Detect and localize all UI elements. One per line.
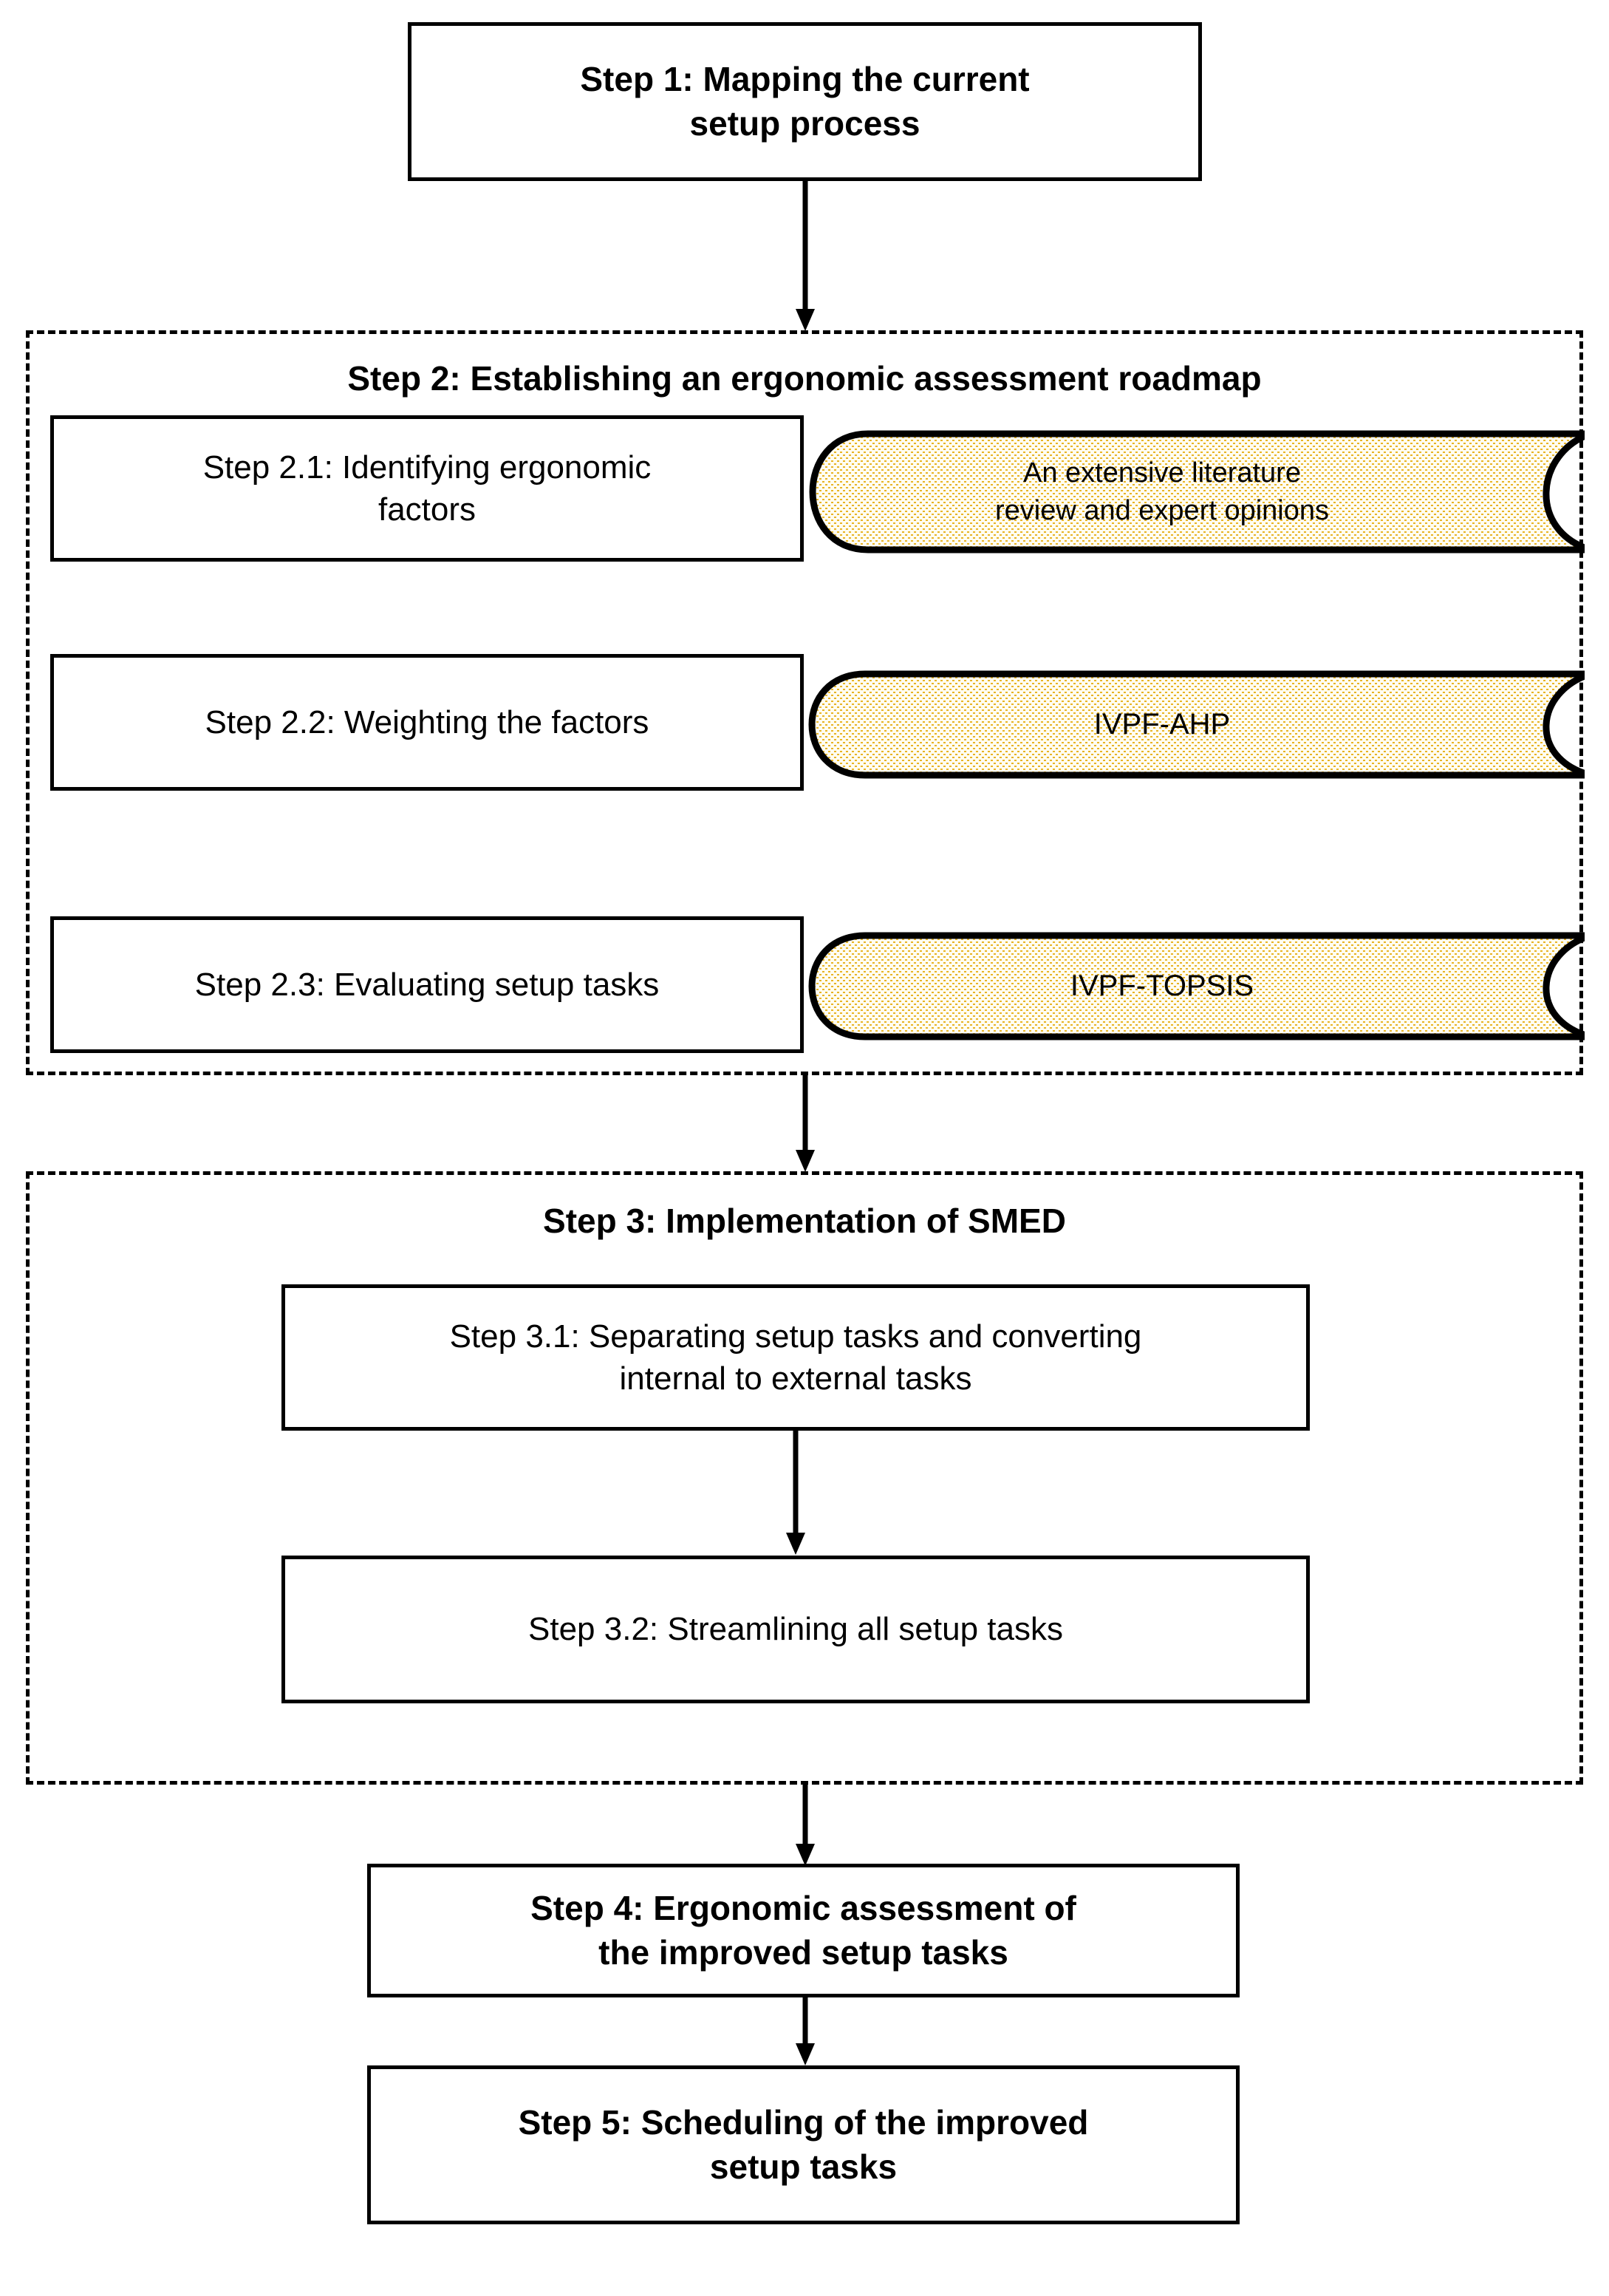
- step-2-3-box[interactable]: Step 2.3: Evaluating setup tasks: [50, 916, 804, 1053]
- step-3-1-box[interactable]: Step 3.1: Separating setup tasks and con…: [281, 1284, 1310, 1431]
- step-2-1-box[interactable]: Step 2.1: Identifying ergonomic factors: [50, 415, 804, 562]
- step-1-label: Step 1: Mapping the current setup proces…: [580, 59, 1030, 143]
- step-2-1-method-cylinder[interactable]: An extensive literature review and exper…: [807, 430, 1585, 553]
- step-3-2-box[interactable]: Step 3.2: Streamlining all setup tasks: [281, 1556, 1310, 1703]
- arrow-step3-to-step4: [793, 1785, 817, 1867]
- step-5-box[interactable]: Step 5: Scheduling of the improved setup…: [367, 2065, 1240, 2224]
- arrow-step4-to-step5: [793, 1997, 817, 2067]
- step-4-box[interactable]: Step 4: Ergonomic assessment of the impr…: [367, 1864, 1240, 1997]
- step-2-2-method-cylinder[interactable]: IVPF-AHP: [807, 670, 1585, 779]
- step-3-2-label: Step 3.2: Streamlining all setup tasks: [528, 1611, 1063, 1648]
- step-4-label: Step 4: Ergonomic assessment of the impr…: [530, 1888, 1076, 1972]
- step-5-label: Step 5: Scheduling of the improved setup…: [518, 2102, 1089, 2186]
- step-2-3-method-cylinder[interactable]: IVPF-TOPSIS: [807, 932, 1585, 1040]
- step-2-2-box[interactable]: Step 2.2: Weighting the factors: [50, 654, 804, 791]
- step-3-1-label: Step 3.1: Separating setup tasks and con…: [449, 1318, 1142, 1397]
- step-2-group: [26, 330, 1583, 1075]
- step-2-1-label: Step 2.1: Identifying ergonomic factors: [202, 449, 652, 528]
- arrow-step3-1-to-step3-2: [784, 1431, 807, 1556]
- step-2-3-label: Step 2.3: Evaluating setup tasks: [194, 966, 660, 1003]
- arrow-step2-to-step3: [793, 1075, 817, 1173]
- arrow-step1-to-step2: [793, 180, 817, 333]
- step-2-2-label: Step 2.2: Weighting the factors: [205, 704, 649, 740]
- step-1-box[interactable]: Step 1: Mapping the current setup proces…: [408, 22, 1202, 181]
- step-2-title: Step 2: Establishing an ergonomic assess…: [347, 359, 1262, 398]
- step-3-title: Step 3: Implementation of SMED: [543, 1202, 1066, 1240]
- step-3-group: [26, 1171, 1583, 1785]
